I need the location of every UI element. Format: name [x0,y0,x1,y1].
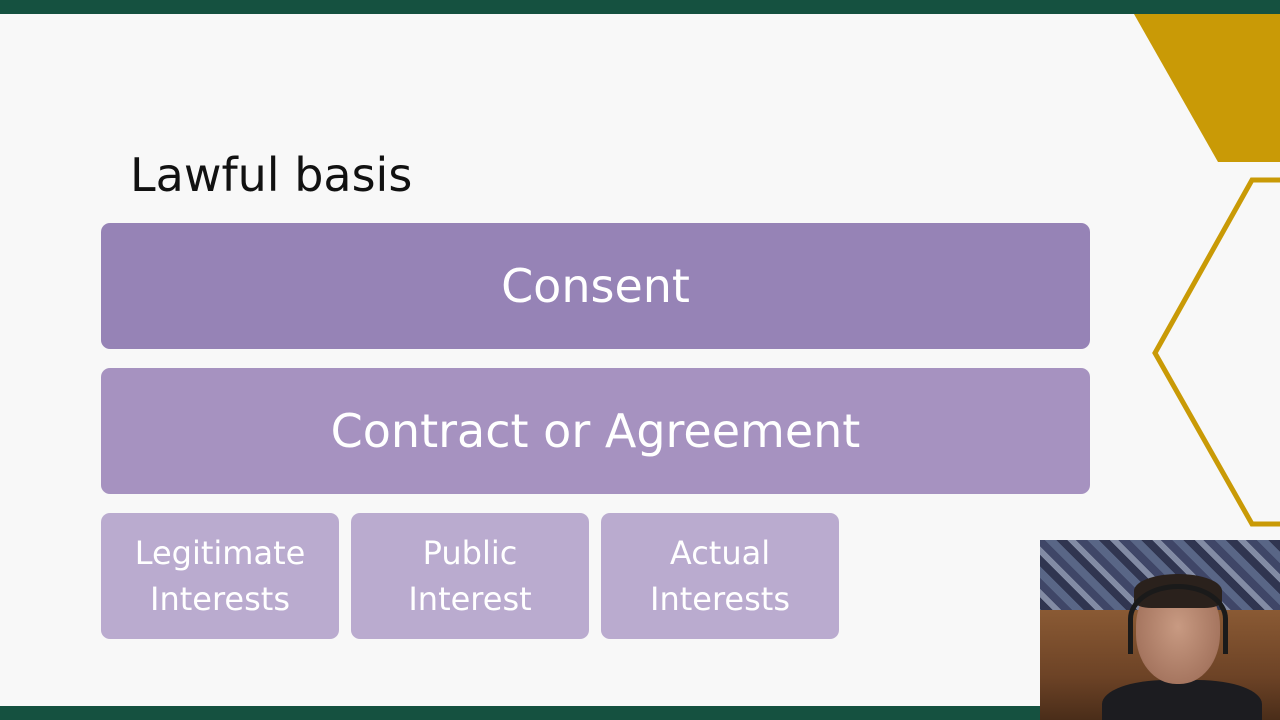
actual-interests-line1: Actual [669,534,771,572]
consent-label: Consent [501,259,690,313]
public-interest-line2: Interest [408,580,532,618]
contract-label: Contract or Agreement [330,404,861,458]
headset-icon [1128,584,1228,654]
contract-box: Contract or Agreement [101,368,1090,494]
gold-hexagon-outline [1152,177,1280,527]
hexagon-decoration [1134,14,1280,527]
legitimate-interests-line2: Interests [150,580,290,618]
gold-triangle-shape [1134,14,1280,162]
actual-interests-box: Actual Interests [601,513,839,639]
slide-title: Lawful basis [130,148,413,202]
legitimate-interests-line1: Legitimate [134,534,306,572]
bottom-bar [0,706,1280,720]
consent-box: Consent [101,223,1090,349]
public-interest-line1: Public [422,534,518,572]
public-interest-box: Public Interest [351,513,589,639]
presenter-webcam [1040,540,1280,720]
legitimate-interests-box: Legitimate Interests [101,513,339,639]
top-bar [0,0,1280,14]
actual-interests-line2: Interests [650,580,790,618]
presenter-body [1102,680,1262,720]
